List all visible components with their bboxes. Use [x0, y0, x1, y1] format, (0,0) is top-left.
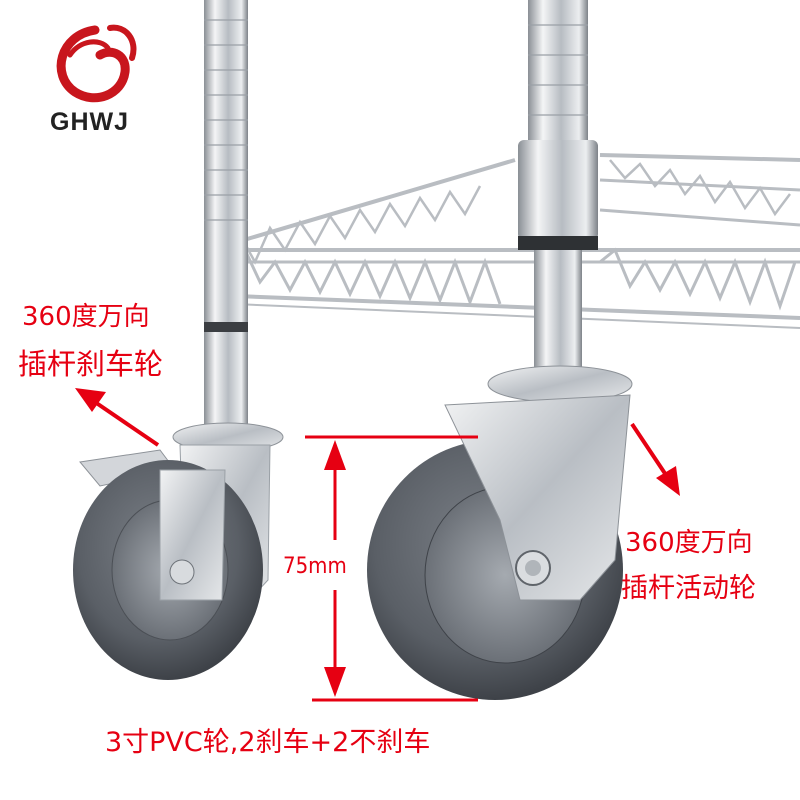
brand-name: GHWJ [50, 108, 129, 136]
arrow-to-swivel-caster [630, 422, 680, 496]
swivel-wheel-label-line1: 360度万向 [625, 528, 753, 558]
wheel-height-label: 75mm [283, 554, 347, 579]
wheel-spec-caption: 3寸PVC轮,2刹车+2不刹车 [105, 727, 431, 758]
brake-wheel-label-line1: 360度万向 [22, 302, 150, 332]
brake-caster-wheel [73, 422, 284, 680]
left-shelf-pole [204, 0, 248, 440]
swirl-logo-icon [56, 24, 137, 103]
right-shelf-pole [518, 0, 598, 380]
arrow-to-brake-caster [75, 388, 160, 447]
swivel-wheel-label-line2: 插杆活动轮 [621, 573, 756, 604]
wire-shelf [209, 153, 800, 329]
brake-wheel-label-line2: 插杆刹车轮 [18, 347, 164, 381]
height-dimension-marker [305, 435, 478, 702]
swivel-caster-wheel [367, 365, 633, 700]
